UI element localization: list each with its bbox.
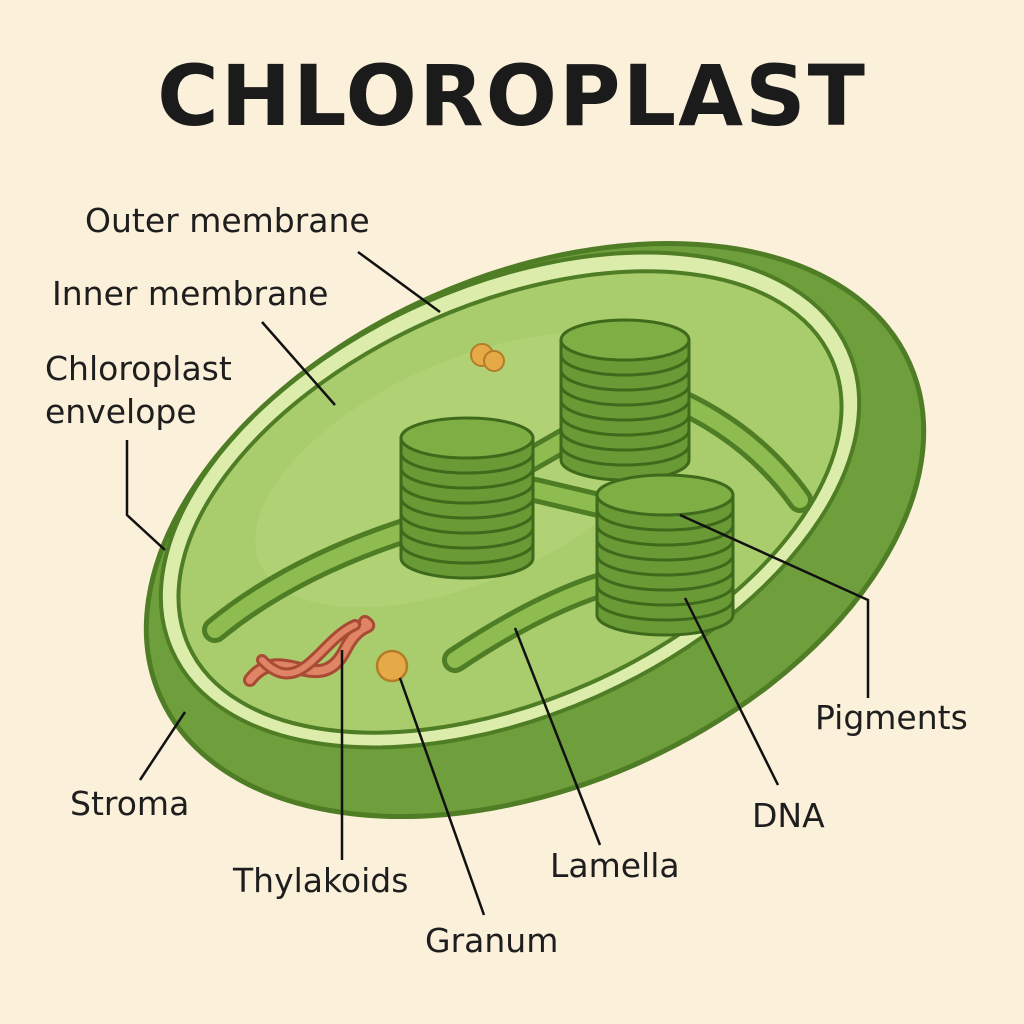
leader-dna: [683, 597, 780, 786]
starch-grain: [470, 343, 505, 372]
granum-top: [595, 473, 735, 517]
label-lamella: Lamella: [550, 846, 680, 885]
label-envelope-2: envelope: [45, 392, 197, 431]
label-thylakoids: Thylakoids: [232, 861, 408, 900]
granum-stack: [559, 318, 691, 482]
granum-top: [559, 318, 691, 362]
label-envelope-1: Chloroplast: [45, 349, 232, 388]
diagram-title: CHLOROPLAST: [157, 47, 867, 145]
granum-stack: [399, 416, 535, 580]
label-granum: Granum: [425, 921, 558, 960]
dna-strand: [243, 615, 376, 687]
leader-granum: [398, 677, 486, 916]
label-inner-membrane: Inner membrane: [52, 274, 328, 313]
leader-lines: [125, 250, 870, 916]
granum-top: [399, 416, 535, 460]
label-pigments: Pigments: [815, 698, 968, 737]
leader-stroma: [138, 711, 187, 781]
chloroplast-body: [143, 241, 927, 819]
granum-stack: [595, 473, 735, 637]
label-dna: DNA: [752, 796, 825, 835]
grana: [399, 318, 735, 637]
label-stroma: Stroma: [70, 784, 189, 823]
leader-pigments: [679, 513, 870, 698]
label-outer-membrane: Outer membrane: [85, 201, 370, 240]
leader-outer-membrane: [357, 250, 441, 314]
granule-dot: [375, 649, 409, 683]
leader-lamella: [513, 627, 602, 846]
leader-envelope: [125, 440, 166, 551]
leader-inner-membrane: [261, 321, 336, 406]
